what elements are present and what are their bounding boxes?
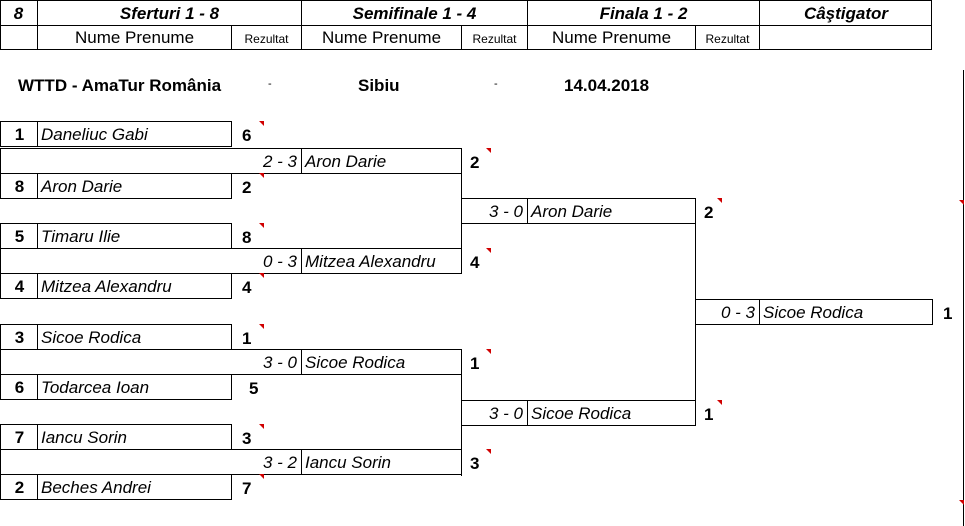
match-result: 4 <box>470 253 480 272</box>
match-result: 1 <box>704 405 714 424</box>
header-col-divider <box>301 0 302 50</box>
header-col-divider <box>231 25 232 50</box>
comment-marker <box>259 223 264 228</box>
player-name: Mitzea Alexandru <box>301 248 462 274</box>
header-winner: Câştigator <box>803 4 889 23</box>
match-result: 2 <box>470 153 480 172</box>
player-name: Beches Andrei <box>37 474 232 500</box>
comment-marker <box>259 273 264 278</box>
match-result: 3 <box>242 429 252 448</box>
player-name: Daneliuc Gabi <box>37 121 232 147</box>
match-result: 2 <box>242 178 252 197</box>
seed-number: 2 <box>0 474 38 500</box>
comment-marker <box>259 121 264 126</box>
comment-marker <box>717 198 722 203</box>
result-label: Rezultat <box>244 32 289 46</box>
player-name: Iancu Sorin <box>301 449 462 475</box>
header-round3: Finala 1 - 2 <box>599 4 688 23</box>
match-result: 2 <box>704 203 714 222</box>
header-col-divider <box>759 0 760 50</box>
comment-marker <box>259 173 264 178</box>
player-name: Sicoe Rodica <box>527 400 696 426</box>
match-result: 8 <box>242 228 252 247</box>
name-label: Nume Prenume <box>74 28 195 47</box>
match-result: 6 <box>242 126 252 145</box>
comment-marker <box>486 449 491 454</box>
comment-marker <box>959 200 964 205</box>
column-border <box>963 70 964 526</box>
header-round1: Sferturi 1 - 8 <box>119 4 220 23</box>
header-number: 8 <box>13 4 24 23</box>
event-title: WTTD - AmaTur România <box>18 76 222 95</box>
header-round2: Semifinale 1 - 4 <box>352 4 477 23</box>
seed-number: 3 <box>0 324 38 350</box>
bracket-spacer-cell <box>0 148 232 174</box>
match-result: 3 <box>470 454 480 473</box>
event-separator: - <box>268 78 272 90</box>
match-result: 5 <box>249 379 259 398</box>
match-score: 3 - 0 <box>231 349 302 375</box>
header-col-divider <box>695 25 696 50</box>
match-score: 3 - 0 <box>461 198 528 224</box>
player-name: Aron Darie <box>301 148 462 174</box>
event-date: 14.04.2018 <box>564 76 650 95</box>
seed-number: 5 <box>0 223 38 249</box>
match-score: 3 - 2 <box>231 449 302 475</box>
comment-marker <box>486 349 491 354</box>
match-score: 0 - 3 <box>695 299 760 325</box>
seed-number: 8 <box>0 173 38 199</box>
seed-number: 6 <box>0 374 38 400</box>
result-label: Rezultat <box>472 32 517 46</box>
match-score: 2 - 3 <box>231 148 302 174</box>
player-name: Aron Darie <box>527 198 696 224</box>
header-row-divider <box>0 25 932 26</box>
player-name: Sicoe Rodica <box>37 324 232 350</box>
match-score: 0 - 3 <box>231 248 302 274</box>
bracket-spacer-cell <box>0 449 232 475</box>
comment-marker <box>959 500 964 505</box>
name-label: Nume Prenume <box>551 28 672 47</box>
player-name: Iancu Sorin <box>37 424 232 450</box>
name-label: Nume Prenume <box>321 28 442 47</box>
comment-marker <box>486 248 491 253</box>
player-name: Timaru Ilie <box>37 223 232 249</box>
match-result: 4 <box>242 278 252 297</box>
comment-marker <box>486 148 491 153</box>
header-col-divider <box>461 25 462 50</box>
comment-marker <box>717 400 722 405</box>
match-result: 1 <box>470 354 480 373</box>
match-score: 3 - 0 <box>461 400 528 426</box>
player-name: Mitzea Alexandru <box>37 273 232 299</box>
match-result: 1 <box>242 329 252 348</box>
player-name: Aron Darie <box>37 173 232 199</box>
result-label: Rezultat <box>705 32 750 46</box>
bracket-spacer-cell <box>0 248 232 274</box>
comment-marker <box>259 474 264 479</box>
header-col-divider <box>527 0 528 50</box>
seed-number: 7 <box>0 424 38 450</box>
header-col-divider <box>37 0 38 50</box>
match-result: 1 <box>943 304 953 323</box>
match-result: 7 <box>242 479 252 498</box>
seed-number: 1 <box>0 121 38 147</box>
player-name: Sicoe Rodica <box>301 349 462 375</box>
seed-number: 4 <box>0 273 38 299</box>
event-city: Sibiu <box>358 76 400 95</box>
comment-marker <box>259 324 264 329</box>
winner-name: Sicoe Rodica <box>759 299 933 325</box>
event-separator: - <box>494 78 498 90</box>
comment-marker <box>259 424 264 429</box>
bracket-spacer-cell <box>0 349 232 375</box>
player-name: Todarcea Ioan <box>37 374 232 400</box>
